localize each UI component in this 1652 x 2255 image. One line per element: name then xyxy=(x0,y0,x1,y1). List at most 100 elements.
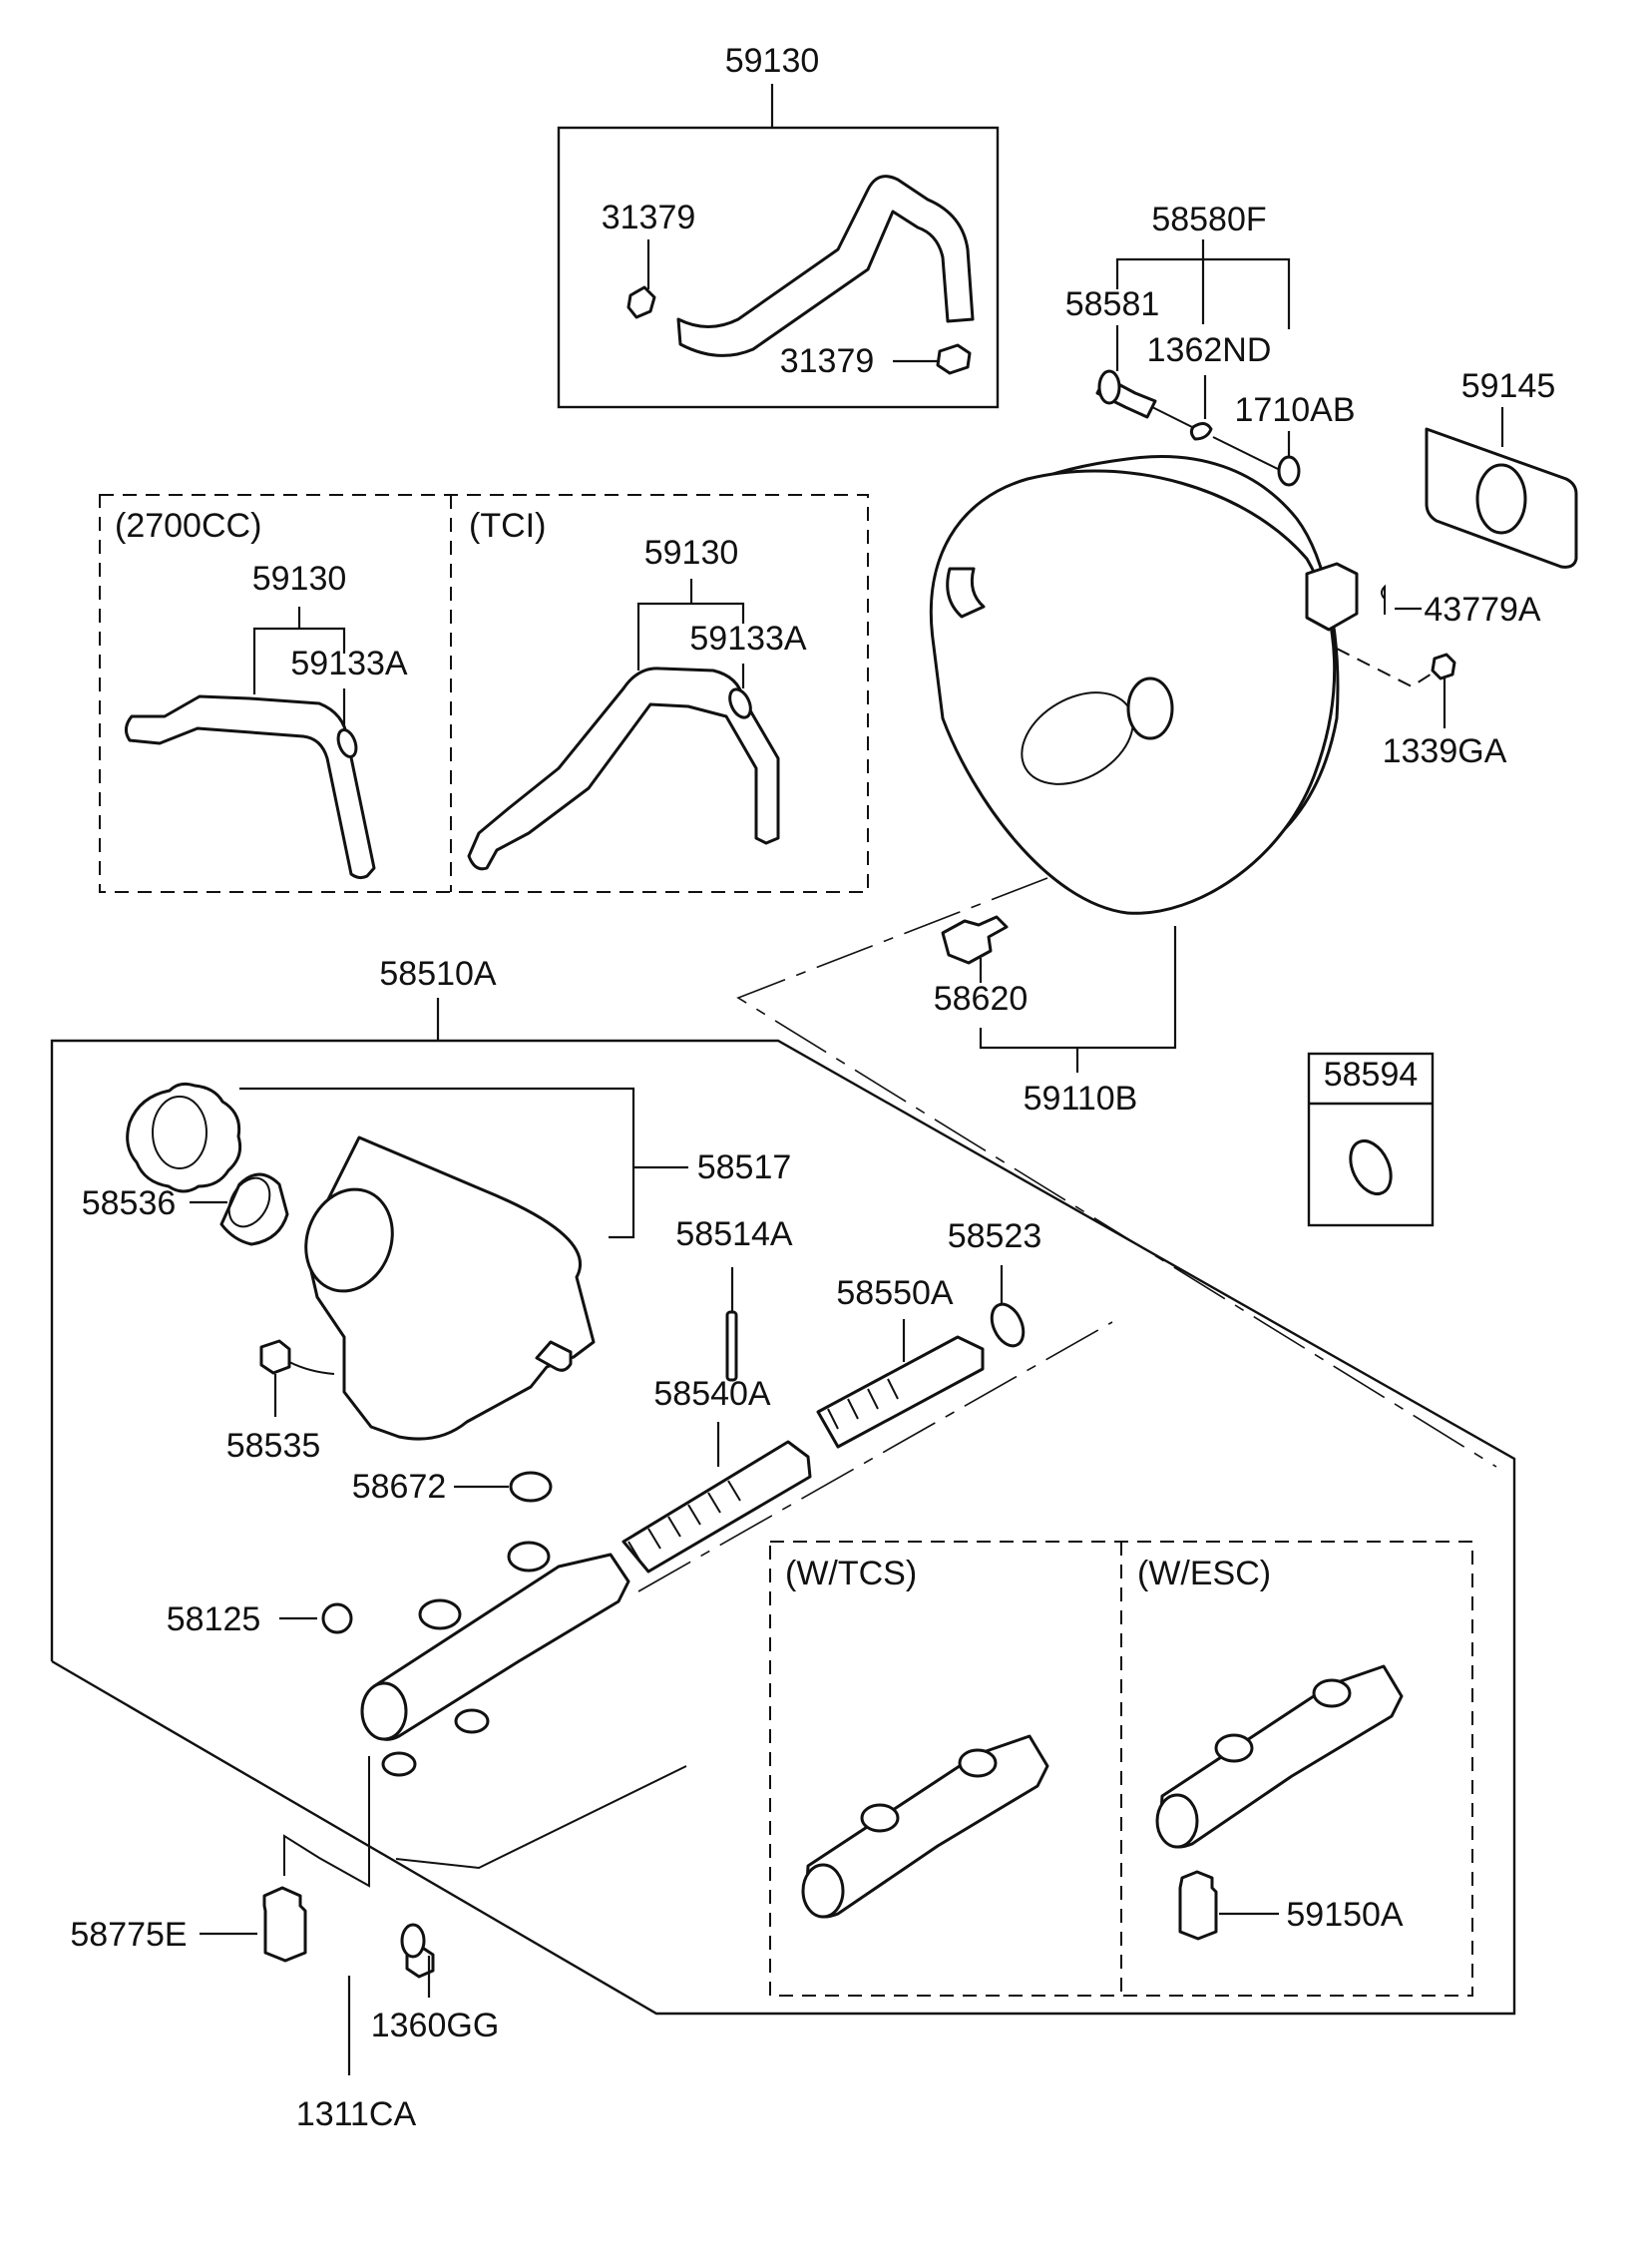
label-59133A-left[interactable]: 59133A xyxy=(290,645,408,682)
label-59150A[interactable]: 59150A xyxy=(1286,1896,1404,1934)
plug-58125 xyxy=(321,1602,353,1634)
leader-58580F-bracket xyxy=(1115,257,1291,329)
vacuum-check-valve xyxy=(946,567,986,619)
label-58125[interactable]: 58125 xyxy=(167,1600,261,1638)
label-1339GA[interactable]: 1339GA xyxy=(1383,732,1507,770)
label-1710AB[interactable]: 1710AB xyxy=(1235,391,1356,429)
fitting-58775E xyxy=(262,1886,307,1963)
master-cylinder-group: 58510A 58536 58535 58517 58672 58514A 58… xyxy=(50,955,1516,2133)
master-cylinder-body xyxy=(369,1553,630,1741)
label-59130-right[interactable]: 59130 xyxy=(644,534,739,572)
pin-axis-b xyxy=(1212,436,1283,472)
vacuum-hose xyxy=(676,175,975,357)
label-58540A[interactable]: 58540A xyxy=(653,1375,771,1413)
fitting-axis-1360GG xyxy=(395,1765,687,1870)
cylinder-variants-group: (W/TCS) (W/ESC) 59150A xyxy=(769,1541,1473,1997)
leader-59130-right-bracket xyxy=(636,602,745,671)
grommet-58672 xyxy=(509,1471,553,1503)
fitting-axis-58775E xyxy=(283,1756,370,1888)
gasket-group: 59145 xyxy=(1425,367,1578,569)
cylinder-bore-end xyxy=(360,1681,408,1741)
hose-kit-box xyxy=(557,126,1000,409)
stopper-pin-58514A xyxy=(725,1310,738,1382)
hose-2700cc xyxy=(125,694,376,880)
booster-boss xyxy=(1126,676,1174,740)
strainer-rim xyxy=(227,1176,271,1228)
vacuum-sensor-58620 xyxy=(941,915,1009,965)
clip-59133A-right xyxy=(728,687,752,719)
push-rod-clevis xyxy=(1305,562,1359,632)
wesc-bore-end xyxy=(1155,1793,1199,1849)
label-58517[interactable]: 58517 xyxy=(697,1148,792,1186)
label-58581[interactable]: 58581 xyxy=(1065,285,1160,323)
clevis-pin-head xyxy=(1097,369,1121,405)
label-58550A[interactable]: 58550A xyxy=(836,1274,954,1312)
wesc-port-rear xyxy=(1312,1678,1352,1708)
washer-1710AB xyxy=(1277,455,1301,487)
level-switch-wire xyxy=(288,1361,335,1375)
wtcs-port-rear xyxy=(958,1748,998,1778)
label-58594[interactable]: 58594 xyxy=(1324,1056,1419,1094)
wesc-port-front xyxy=(1214,1733,1254,1763)
label-31379-a[interactable]: 31379 xyxy=(602,199,696,236)
wtcs-port-front xyxy=(860,1803,900,1833)
stud-axis-1339GA xyxy=(1336,648,1438,688)
reservoir-outlet-spigot xyxy=(535,1340,573,1372)
label-1360GG[interactable]: 1360GG xyxy=(371,2007,500,2044)
label-58535[interactable]: 58535 xyxy=(226,1427,321,1465)
strainer-58536 xyxy=(219,1172,289,1246)
label-58580F[interactable]: 58580F xyxy=(1151,201,1266,238)
hose-clip-a xyxy=(626,285,656,319)
label-58775E[interactable]: 58775E xyxy=(70,1916,187,1954)
label-59130-top[interactable]: 59130 xyxy=(725,42,820,80)
label-58620[interactable]: 58620 xyxy=(934,980,1029,1018)
nut-1339GA xyxy=(1431,653,1456,680)
clip-59133A-left xyxy=(336,728,358,758)
label-43779A[interactable]: 43779A xyxy=(1424,591,1541,629)
seal-ring-58594 xyxy=(1349,1139,1393,1195)
washer-1360GG xyxy=(400,1923,426,1959)
reservoir-cap-face xyxy=(152,1096,207,1169)
outlet-port-front xyxy=(418,1598,462,1630)
label-1362ND[interactable]: 1362ND xyxy=(1147,331,1272,369)
snap-ring-58523 xyxy=(990,1302,1026,1348)
label-variant-wtcs[interactable]: (W/TCS) xyxy=(785,1555,917,1592)
pin-axis-a xyxy=(1151,406,1193,428)
label-58672[interactable]: 58672 xyxy=(352,1468,447,1506)
label-58523[interactable]: 58523 xyxy=(948,1217,1042,1255)
reservoir-filler-neck xyxy=(304,1187,394,1293)
hose-variants-box xyxy=(99,494,869,893)
hose-variants-group: (2700CC) 59130 59133A (TCI) 59130 59133A xyxy=(99,494,869,893)
brake-booster-group: 43779A 1339GA 58620 59110B xyxy=(736,455,1541,1468)
secondary-piston-spring xyxy=(827,1378,899,1430)
label-31379-b[interactable]: 31379 xyxy=(780,342,875,380)
kit-58594-box xyxy=(1307,1052,1435,1227)
label-59145[interactable]: 59145 xyxy=(1461,367,1556,405)
port-plug-a xyxy=(381,1751,417,1777)
clevis-pin-kit-group: 58580F 58581 1362ND 1710AB xyxy=(1065,201,1356,487)
leader-59130-left-bracket xyxy=(252,627,346,694)
label-variant-tci[interactable]: (TCI) xyxy=(469,507,546,545)
hose-clip-b xyxy=(936,343,972,375)
label-58536[interactable]: 58536 xyxy=(82,1184,177,1222)
secondary-piston-58550A xyxy=(816,1335,985,1449)
primary-piston-spring xyxy=(627,1480,741,1563)
leader-58517-bracket xyxy=(239,1087,635,1239)
label-variant-wesc[interactable]: (W/ESC) xyxy=(1137,1555,1271,1592)
label-1311CA[interactable]: 1311CA xyxy=(296,2095,417,2133)
label-58510A[interactable]: 58510A xyxy=(379,955,497,993)
kit-58594-group: 58594 xyxy=(1307,1052,1435,1227)
label-59110B[interactable]: 59110B xyxy=(1024,1080,1138,1118)
label-58514A[interactable]: 58514A xyxy=(675,1215,793,1253)
label-59133A-right[interactable]: 59133A xyxy=(689,620,807,658)
wtcs-bore-end xyxy=(801,1863,845,1919)
master-cylinder-assy-outline xyxy=(50,1039,1516,2016)
level-switch-connector xyxy=(259,1339,291,1375)
clip-1362ND xyxy=(1189,422,1213,441)
label-59130-left[interactable]: 59130 xyxy=(252,560,347,598)
fitting-59150A xyxy=(1178,1870,1218,1941)
gasket-center-hole xyxy=(1475,463,1527,535)
booster-mount-axis xyxy=(736,877,1497,1468)
label-variant-2700cc[interactable]: (2700CC) xyxy=(115,507,261,545)
outlet-port-rear xyxy=(507,1541,551,1573)
